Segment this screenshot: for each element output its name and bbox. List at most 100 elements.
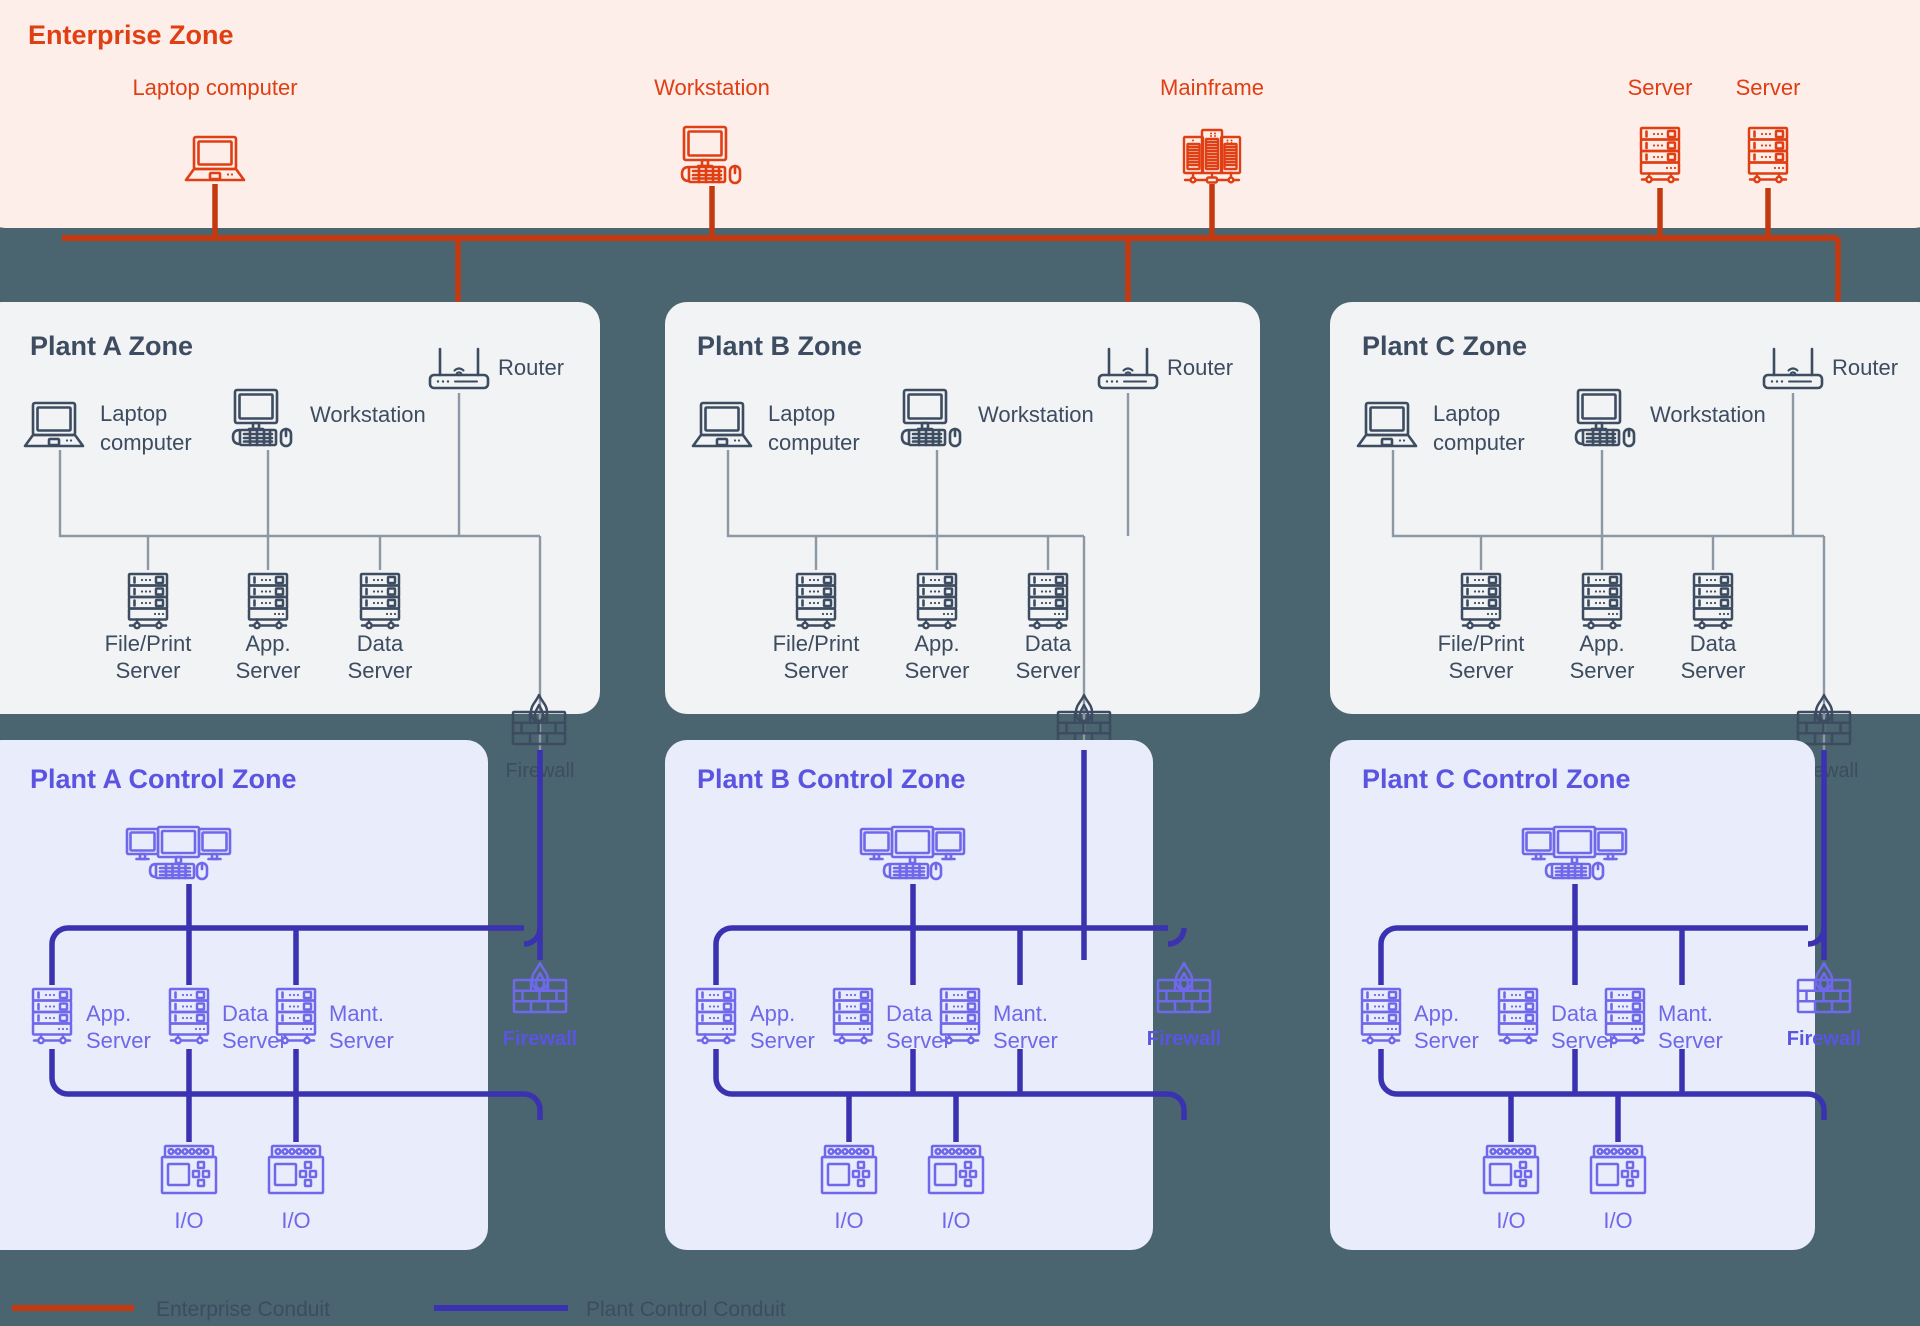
- plant-a-control-server-0[interactable]: App. Server: [31, 987, 151, 1053]
- plant-b-io-0[interactable]: I/O: [820, 1144, 878, 1233]
- plant-c-control-firewall-conduit: [1807, 750, 1827, 1120]
- plant-b-server-2-line1: Data: [1025, 631, 1072, 656]
- plant-a-control-zone: Plant A Control Zone App. Server Data Se…: [0, 740, 524, 1250]
- plant-c-control-conduit-bottom: [1378, 1049, 1808, 1142]
- plant-a-server-1[interactable]: App. Server: [236, 572, 301, 683]
- plant-b-control-zone-panel: [665, 740, 1153, 1250]
- plant-a-control-firewall-conduit: [523, 750, 543, 1120]
- plant-c-control-firewall-label: Firewall: [1787, 1028, 1861, 1050]
- plant-a-router[interactable]: Router: [428, 347, 564, 390]
- plant-b-laptop-label-line1: Laptop: [768, 401, 835, 426]
- plant-b-workstation[interactable]: Workstation: [900, 388, 1094, 448]
- plant-c-server-2-line2: Server: [1681, 658, 1746, 683]
- plant-c-control-firewall[interactable]: Firewall: [1787, 961, 1861, 1050]
- plant-b-control-server-0-line2: Server: [750, 1028, 815, 1053]
- plant-c-workstation[interactable]: Workstation: [1574, 388, 1766, 448]
- plant-a-laptop[interactable]: Laptop computer: [23, 401, 192, 455]
- plant-a-zone: Plant A Zone Router Laptop computer Work…: [0, 302, 600, 770]
- plant-b-control-server-1[interactable]: Data Server: [832, 987, 951, 1053]
- plant-a-control-server-1[interactable]: Data Server: [168, 987, 287, 1053]
- plant-b-server-1-line1: App.: [914, 631, 959, 656]
- plant-c-server-0-line1: File/Print: [1438, 631, 1525, 656]
- plant-a-server-2[interactable]: Data Server: [348, 572, 413, 683]
- enterprise-node-workstation[interactable]: Workstation: [654, 75, 770, 238]
- plant-c-control-server-2-line2: Server: [1658, 1028, 1723, 1053]
- plant-b-control-firewall-conduit: [1081, 750, 1187, 1120]
- plant-c-control-conduit-top: [1378, 884, 1808, 985]
- plant-a-io-1-label: I/O: [281, 1208, 310, 1233]
- legend-label-plant-control-conduit: Plant Control Conduit: [586, 1298, 786, 1321]
- plant-b-server-1[interactable]: App. Server: [905, 572, 970, 683]
- plant-a-control-server-2-line2: Server: [329, 1028, 394, 1053]
- plant-b-server-0[interactable]: File/Print Server: [773, 572, 860, 683]
- plant-b-workstation-label: Workstation: [978, 402, 1094, 427]
- plant-a-control-server-0-line2: Server: [86, 1028, 151, 1053]
- enterprise-node-label-0: Laptop computer: [132, 75, 297, 100]
- plant-a-io-0[interactable]: I/O: [160, 1144, 218, 1233]
- plant-c-server-1-line2: Server: [1570, 658, 1635, 683]
- plant-a-control-zone-title: Plant A Control Zone: [30, 764, 296, 794]
- plant-c-io-1[interactable]: I/O: [1589, 1144, 1647, 1233]
- plant-b-zone-title: Plant B Zone: [697, 331, 862, 361]
- plant-b-io-1[interactable]: I/O: [927, 1144, 985, 1233]
- plant-c-router[interactable]: Router: [1762, 347, 1898, 390]
- plant-a-workstation[interactable]: Workstation: [231, 388, 426, 448]
- enterprise-node-mainframe[interactable]: Mainframe: [1160, 75, 1264, 238]
- plant-c-control-server-0[interactable]: App. Server: [1360, 987, 1479, 1053]
- plant-a-zone-title: Plant A Zone: [30, 331, 193, 361]
- plant-b-zone-panel: [665, 302, 1260, 714]
- plant-a-io-1[interactable]: I/O: [267, 1144, 325, 1233]
- plant-c-control-zone: Plant C Control Zone App. Server Data Se…: [1330, 740, 1815, 1250]
- enterprise-node-server-1[interactable]: Server: [1628, 75, 1693, 238]
- legend-label-enterprise-conduit: Enterprise Conduit: [156, 1298, 330, 1321]
- plant-c-laptop-label-line1: Laptop: [1433, 401, 1500, 426]
- firewall-icon: [512, 961, 568, 1014]
- plant-b-control-server-1-line1: Data: [886, 1001, 933, 1026]
- plant-c-server-2[interactable]: Data Server: [1681, 572, 1746, 683]
- plant-b-control-server-2-line2: Server: [993, 1028, 1058, 1053]
- plant-a-server-0-line1: File/Print: [105, 631, 192, 656]
- plant-c-workstation-label: Workstation: [1650, 402, 1766, 427]
- plant-a-control-firewall[interactable]: Firewall: [503, 961, 577, 1050]
- plant-b-io-0-label: I/O: [834, 1208, 863, 1233]
- plant-a-control-server-2[interactable]: Mant. Server: [275, 987, 394, 1053]
- plant-b-laptop[interactable]: Laptop computer: [691, 401, 860, 455]
- plant-b-control-firewall[interactable]: Firewall: [1147, 961, 1221, 1050]
- plant-c-laptop[interactable]: Laptop computer: [1356, 401, 1525, 455]
- plant-a-control-server-0-line1: App.: [86, 1001, 131, 1026]
- plant-b-control-server-0[interactable]: App. Server: [695, 987, 815, 1053]
- plant-c-control-zone-title: Plant C Control Zone: [1362, 764, 1630, 794]
- plant-a-io-0-label: I/O: [174, 1208, 203, 1233]
- plant-c-zone-title: Plant C Zone: [1362, 331, 1527, 361]
- plant-b-server-2-line2: Server: [1016, 658, 1081, 683]
- enterprise-node-server-2[interactable]: Server: [1736, 75, 1801, 238]
- plant-a-laptop-label-line1: Laptop: [100, 401, 167, 426]
- plant-a-server-0[interactable]: File/Print Server: [105, 572, 192, 683]
- plant-c-zone: Plant C Zone Router Laptop computer Work…: [1330, 302, 1920, 770]
- firewall-icon: [1156, 961, 1212, 1014]
- plant-c-io-1-label: I/O: [1603, 1208, 1632, 1233]
- plant-a-control-conduit-bottom: [49, 1049, 524, 1142]
- plant-c-server-1[interactable]: App. Server: [1570, 572, 1635, 683]
- plant-a-server-1-line2: Server: [236, 658, 301, 683]
- plant-b-control-zone-title: Plant B Control Zone: [697, 764, 965, 794]
- plant-c-io-0[interactable]: I/O: [1482, 1144, 1540, 1233]
- plant-b-control-server-2[interactable]: Mant. Server: [939, 987, 1058, 1053]
- enterprise-node-laptop[interactable]: Laptop computer: [132, 75, 298, 238]
- plant-c-router-label: Router: [1832, 355, 1898, 380]
- plant-a-control-zone-panel: [0, 740, 488, 1250]
- plant-b-laptop-label-line2: computer: [768, 430, 860, 455]
- plant-b-router[interactable]: Router: [1097, 347, 1233, 390]
- plant-c-server-1-line1: App.: [1579, 631, 1624, 656]
- plant-c-server-0[interactable]: File/Print Server: [1438, 572, 1525, 683]
- plant-c-control-server-1-line1: Data: [1551, 1001, 1598, 1026]
- plant-b-server-2[interactable]: Data Server: [1016, 572, 1081, 683]
- legend-item-enterprise-conduit: Enterprise Conduit: [12, 1298, 330, 1321]
- plant-b-control-server-2-line1: Mant.: [993, 1001, 1048, 1026]
- enterprise-zone-title: Enterprise Zone: [28, 20, 234, 50]
- legend: Enterprise Conduit Plant Control Conduit: [12, 1298, 786, 1321]
- plant-c-control-server-2[interactable]: Mant. Server: [1604, 987, 1723, 1053]
- plant-c-control-server-0-line2: Server: [1414, 1028, 1479, 1053]
